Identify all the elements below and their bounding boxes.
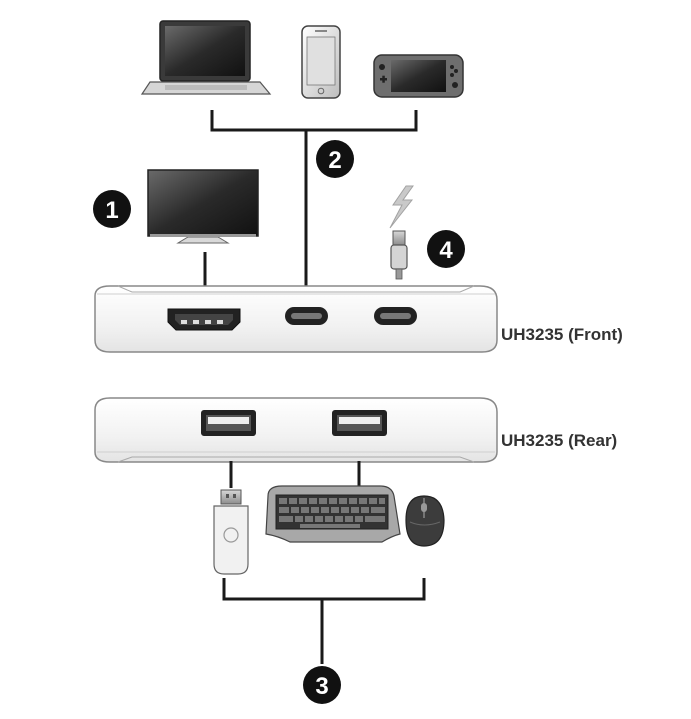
callout-2-badge: 2 (316, 140, 354, 178)
callout-4-badge: 4 (427, 230, 465, 268)
hdmi-port (167, 308, 241, 331)
power-connector-icon (390, 230, 408, 280)
svg-text:1: 1 (105, 197, 118, 224)
callout-3-badge: 3 (303, 666, 341, 704)
usb-a-port-1 (201, 410, 256, 436)
rear-label: UH3235 (Rear) (501, 431, 618, 450)
svg-text:2: 2 (328, 147, 341, 174)
smartphone-icon (301, 25, 341, 99)
callout-1-badge: 1 (93, 190, 131, 228)
mouse-icon (405, 495, 445, 547)
usb-a-port-2 (332, 410, 387, 436)
peripheral-bracket-line (222, 578, 426, 664)
laptop-icon (140, 20, 272, 95)
usb-c-port-host (285, 307, 328, 325)
handheld-console-icon (373, 54, 464, 98)
keyboard-icon (265, 485, 401, 543)
monitor-icon (147, 169, 259, 244)
usb-flash-drive-icon (213, 489, 249, 575)
lightning-icon (389, 185, 414, 229)
svg-text:3: 3 (315, 673, 328, 700)
host-bracket-line (210, 110, 418, 290)
usb-c-port-power (374, 307, 417, 325)
front-label: UH3235 (Front) (501, 325, 623, 344)
uh3235-rear-panel (94, 397, 498, 463)
svg-text:4: 4 (439, 237, 453, 264)
